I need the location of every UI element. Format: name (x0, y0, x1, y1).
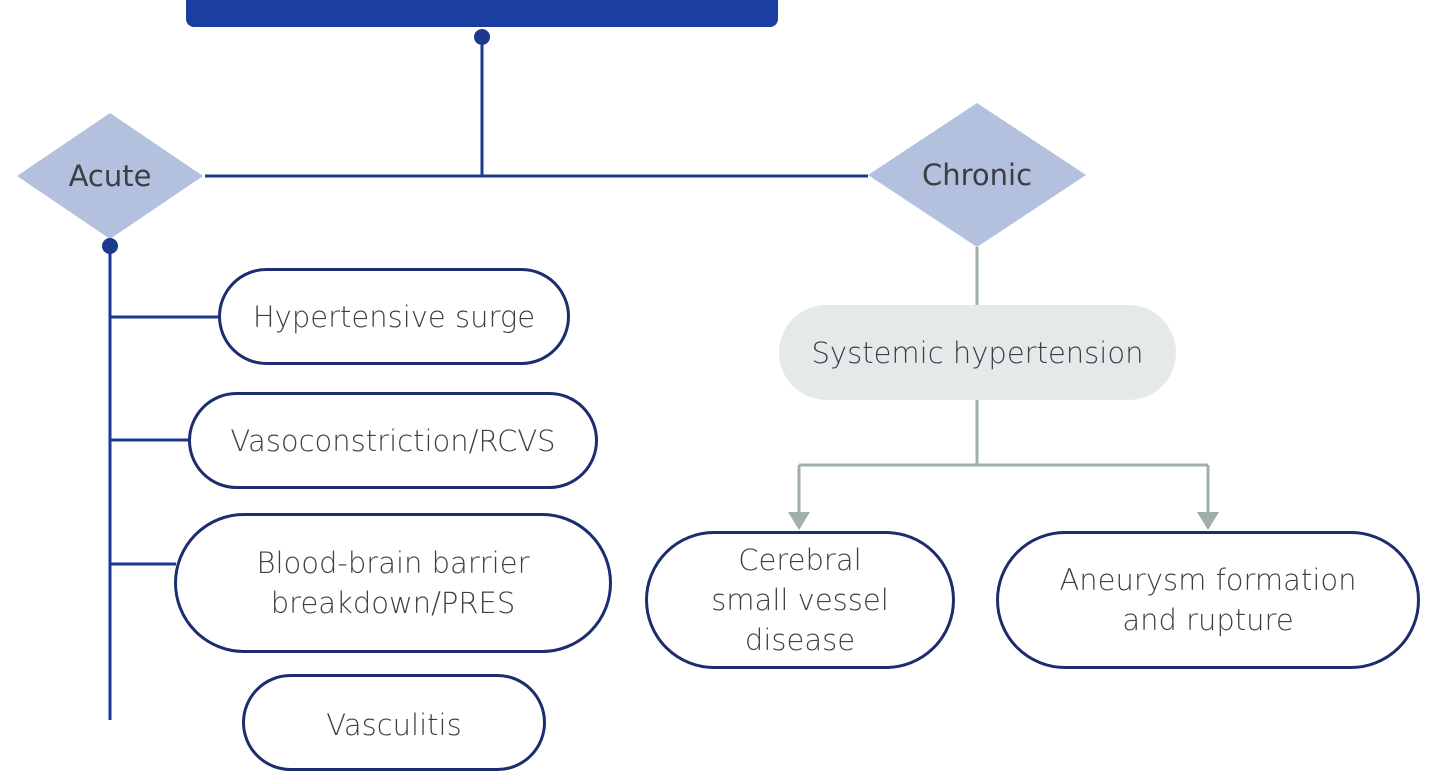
chronic-outcome-label: Cerebral small vessel disease (711, 543, 889, 657)
acute-label: Acute (68, 159, 152, 193)
root-connector-dot (474, 29, 490, 45)
acute-diamond (17, 113, 203, 239)
root-node (186, 0, 778, 27)
chronic-outcome-aneurysm: Aneurysm formation and rupture (996, 531, 1420, 669)
chronic-intermediate-label: Systemic hypertension (811, 335, 1144, 370)
acute-item-label: Vasoconstriction/RCVS (230, 423, 556, 458)
arrow-head-left-icon (788, 512, 810, 530)
chronic-outcome-small-vessel: Cerebral small vessel disease (645, 531, 955, 669)
chronic-outcome-label: Aneurysm formation and rupture (1059, 563, 1357, 637)
acute-item-bbb-breakdown: Blood-brain barrier breakdown/PRES (174, 513, 612, 653)
acute-item-label: Blood-brain barrier breakdown/PRES (256, 546, 530, 620)
chronic-systemic-hypertension: Systemic hypertension (779, 305, 1176, 400)
acute-item-hypertensive-surge: Hypertensive surge (218, 268, 570, 365)
acute-item-vasculitis: Vasculitis (242, 674, 546, 771)
acute-item-label: Vasculitis (326, 708, 462, 742)
acute-item-label: Hypertensive surge (252, 299, 536, 334)
arrow-head-right-icon (1197, 512, 1219, 530)
flowchart: Acute Chronic Hypertensive surge Vasocon… (17, 0, 1420, 771)
chronic-diamond (868, 103, 1086, 247)
acute-item-vasoconstriction: Vasoconstriction/RCVS (188, 392, 598, 489)
connectors (17, 29, 1219, 720)
chronic-label: Chronic (921, 158, 1033, 192)
